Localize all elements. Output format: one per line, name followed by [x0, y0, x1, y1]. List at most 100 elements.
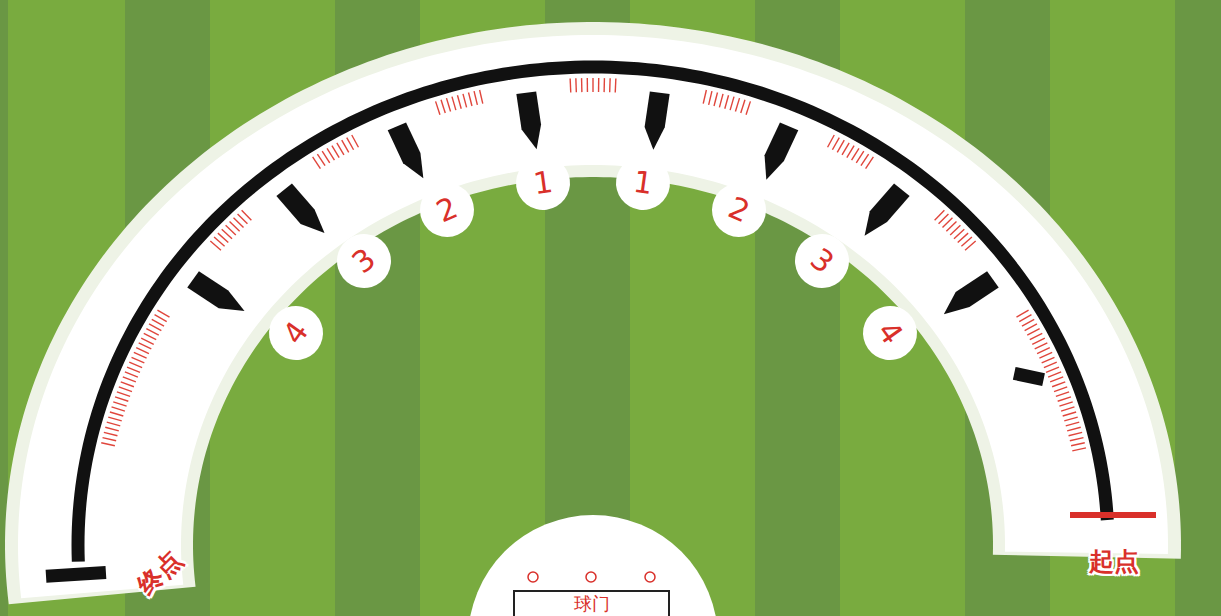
grass-stripe: [1175, 0, 1221, 616]
scale-tick: [474, 91, 477, 105]
callout-number: 2: [433, 193, 462, 228]
scale-tick: [480, 90, 483, 104]
scale-tick: [1064, 417, 1077, 421]
scale-tick: [1027, 329, 1039, 335]
scale-tick: [1025, 324, 1037, 331]
scale-tick: [149, 324, 161, 331]
end-label: 终点: [133, 545, 186, 598]
scale-tick: [1066, 422, 1080, 426]
scale-tick: [1032, 338, 1045, 344]
scale-tick: [1035, 343, 1048, 349]
scale-tick: [1037, 348, 1050, 354]
scale-tick: [847, 146, 854, 158]
scale-tick: [127, 367, 140, 372]
scale-tick: [317, 154, 325, 166]
goal-ring: [586, 572, 596, 582]
scale-tick: [581, 78, 583, 92]
scale-tick: [828, 135, 835, 147]
callout-number: 3: [805, 243, 839, 278]
scale-tick: [725, 95, 729, 108]
scale-tick: [1071, 443, 1085, 446]
scale-tick: [457, 95, 461, 108]
callout-number: 4: [872, 316, 908, 349]
scale-tick: [113, 402, 126, 406]
scale-tick: [139, 343, 152, 349]
scale-tick: [866, 157, 874, 169]
scale-tick: [112, 407, 125, 411]
scale-tick: [121, 382, 134, 387]
scale-tick: [615, 78, 617, 92]
pointer-marker: [645, 91, 670, 149]
goal-box: 球门: [513, 590, 670, 616]
scale-tick: [108, 417, 121, 421]
scale-tick: [115, 397, 128, 401]
scale-tick: [155, 315, 167, 322]
scale-tick: [1022, 319, 1034, 326]
callout-number: 3: [347, 243, 381, 278]
pointer-marker: [388, 122, 424, 178]
scale-tick: [107, 422, 121, 426]
scale-tick: [446, 98, 450, 111]
scale-tick: [714, 92, 717, 106]
scale-tick: [1042, 357, 1055, 363]
callout-number: 2: [724, 193, 753, 228]
scale-tick: [463, 94, 467, 108]
scale-tick: [1061, 407, 1074, 411]
scale-tick: [861, 154, 869, 166]
scale-tick: [441, 100, 445, 113]
scale-tick: [852, 148, 859, 160]
scale-tick: [1046, 367, 1059, 372]
end-bar: [46, 573, 106, 577]
scale-tick: [598, 78, 600, 92]
scale-tick: [935, 210, 945, 220]
scale-tick: [129, 362, 142, 367]
number-circle: 3: [326, 223, 402, 299]
goal-label: 球门: [574, 592, 610, 614]
pointer-marker: [276, 183, 324, 233]
number-circle: 4: [259, 295, 334, 370]
scale-tick: [352, 135, 359, 147]
scale-tick: [469, 92, 472, 106]
scale-tick: [136, 348, 149, 354]
scale-tick: [313, 157, 321, 169]
scale-tick: [104, 432, 118, 435]
start-mark: [1013, 367, 1045, 386]
scale-tick: [741, 100, 745, 113]
scale-tick: [1044, 362, 1057, 367]
pointer-marker: [765, 122, 799, 179]
scale-tick: [1069, 432, 1083, 435]
scale-tick: [327, 148, 334, 160]
scale-tick: [103, 438, 117, 441]
scale-tick: [152, 319, 164, 326]
scale-tick: [146, 329, 158, 335]
scale-tick: [1052, 382, 1065, 387]
goal-ring: [528, 572, 538, 582]
scale-tick: [735, 98, 739, 111]
scale-tick: [587, 78, 589, 92]
scale-tick: [157, 310, 169, 317]
scale-tick: [1030, 333, 1042, 339]
number-circle: 1: [513, 153, 574, 214]
scale-tick: [132, 357, 145, 363]
scale-tick: [837, 140, 844, 152]
number-circle: 4: [852, 295, 927, 370]
scale-tick: [1058, 397, 1071, 401]
scale-tick: [1067, 427, 1081, 431]
track-band: [18, 35, 1168, 598]
scale-tick: [452, 97, 456, 110]
scale-tick: [105, 427, 119, 431]
scale-tick: [730, 97, 734, 110]
pointer-marker: [516, 91, 541, 149]
callout-number: 1: [631, 167, 654, 199]
scale-tick: [746, 101, 750, 114]
scale-tick: [575, 78, 577, 92]
callout-number: 1: [532, 167, 555, 199]
pointer-marker: [865, 183, 910, 235]
pointer-marker: [944, 271, 999, 314]
scale-tick: [322, 151, 330, 163]
scale-tick: [119, 387, 132, 392]
scale-tick: [337, 143, 344, 155]
